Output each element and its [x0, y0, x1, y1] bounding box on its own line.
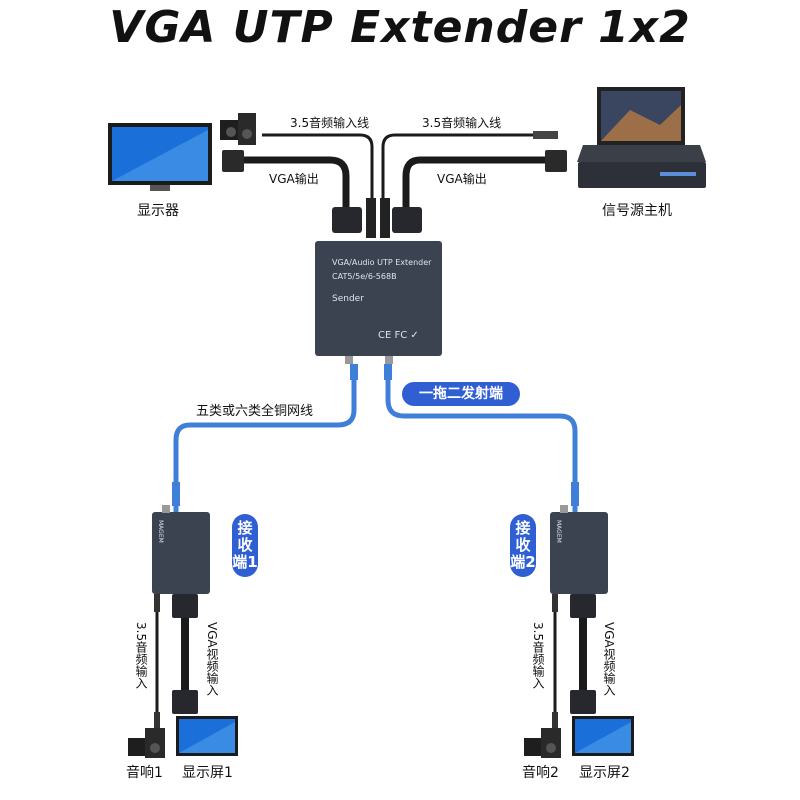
vga-cable-left	[222, 156, 350, 208]
label-cable: 五类或六类全铜网线	[196, 404, 314, 419]
receiver-1-vga-connector	[172, 594, 198, 618]
label-audio-in-left: 3.5音频输入线	[290, 116, 370, 130]
label-audio-in-1: 3.5音频输入	[134, 622, 148, 690]
receiver-2-tag: 接收端2	[510, 514, 536, 577]
host-box	[578, 162, 706, 188]
label-speaker-2: 音响2	[522, 765, 559, 781]
label-monitor: 显示器	[137, 203, 179, 219]
speaker-2-left	[524, 738, 542, 756]
receiver-1-brand: MAGEM	[157, 520, 164, 543]
receiver-1-box	[152, 512, 210, 594]
vga-plug-monitor	[222, 150, 244, 172]
label-vga-in-1: VGA视频输入	[205, 622, 219, 696]
vga-connector-left	[332, 207, 362, 233]
sender-box-line3: Sender	[332, 294, 364, 304]
rj45-port-left	[345, 356, 353, 364]
audio-plug-right	[380, 198, 390, 238]
sender-tag: 一拖二发射端	[402, 382, 520, 406]
speaker-1-left	[128, 738, 146, 756]
vga-plug-host	[545, 150, 567, 172]
sender-box	[315, 241, 442, 356]
page-title: VGA UTP Extender 1x2	[109, 2, 691, 53]
laptop-base	[577, 145, 706, 162]
audio-cable-left	[262, 133, 374, 205]
audio-cable-right	[381, 133, 533, 205]
label-source-host: 信号源主机	[602, 203, 672, 219]
label-vga-out-right: VGA输出	[437, 172, 487, 186]
label-screen-2: 显示屏2	[579, 765, 630, 781]
receiver-1-audio-plug	[154, 594, 160, 612]
rj45-plug-left	[350, 364, 358, 380]
rj45-port-right	[385, 356, 393, 364]
sender-box-line1: VGA/Audio UTP Extender	[332, 258, 432, 267]
audio-jack-right	[533, 131, 558, 139]
vga-connector-right	[392, 207, 422, 233]
label-audio-in-right: 3.5音频输入线	[422, 116, 502, 130]
audio-plug-left	[366, 198, 376, 238]
label-audio-in-2: 3.5音频输入	[531, 622, 545, 690]
receiver-2-brand: MAGEM	[555, 520, 562, 543]
label-vga-out-left: VGA输出	[269, 172, 319, 186]
sender-box-line2: CAT5/5e/6-568B	[332, 272, 397, 281]
rj45-plug-rx1	[172, 482, 180, 506]
vga-cable-right	[402, 156, 545, 208]
label-speaker-1: 音响1	[126, 765, 163, 781]
label-screen-1: 显示屏1	[182, 765, 233, 781]
rj45-plug-rx2	[571, 482, 579, 506]
receiver-2-audio-plug	[552, 594, 558, 612]
receiver-1-tag: 接收端1	[232, 514, 258, 577]
receiver-2-vga-connector	[570, 594, 596, 618]
sender-box-marks: CE FC ✓	[378, 330, 419, 341]
utp-cable-left	[173, 366, 357, 512]
utp-cable-right	[385, 366, 578, 512]
label-vga-in-2: VGA视频输入	[602, 622, 616, 696]
receiver-2-box	[550, 512, 608, 594]
rj45-plug-right	[384, 364, 392, 380]
